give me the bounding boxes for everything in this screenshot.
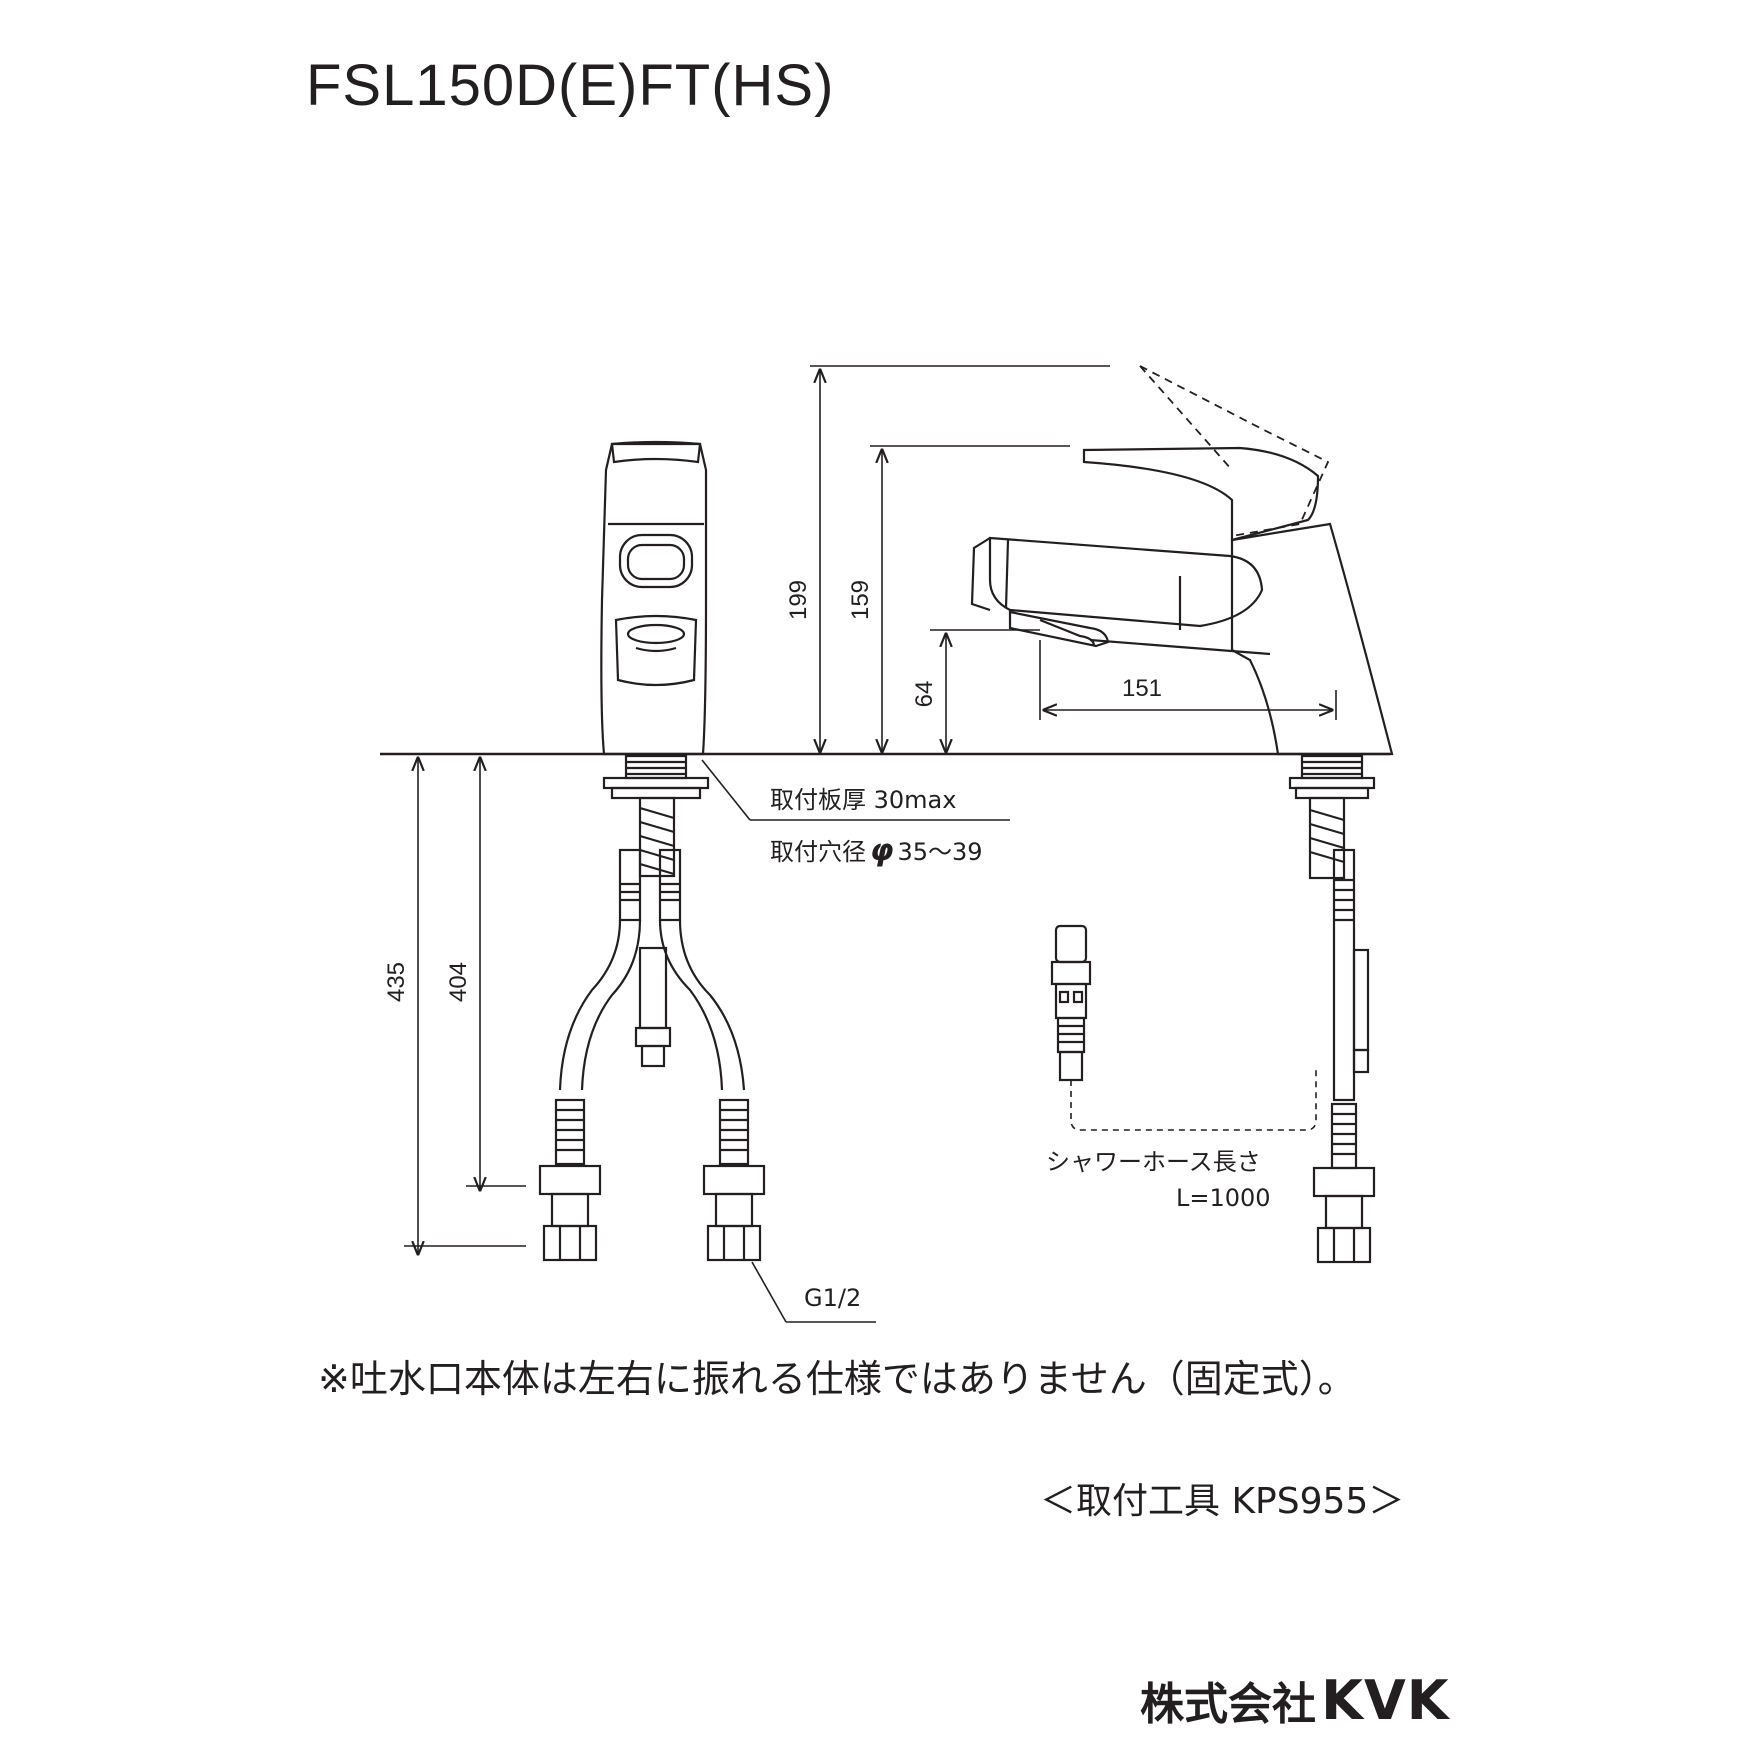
company-name-en: KVK [1321,1669,1450,1732]
hole-diameter-value: 35～39 [897,838,982,866]
dim-151: 151 [1122,675,1162,702]
shower-hose-label: シャワーホース長さ [1046,1148,1261,1176]
shower-hose-length: L=1000 [1176,1184,1271,1212]
company-name-jp: 株式会社 [1140,1679,1316,1730]
dim-64: 64 [911,681,938,708]
dim-159: 159 [847,580,874,620]
front-view-faucet [538,440,766,1262]
model-title: FSL150D(E)FT(HS) [306,53,835,118]
installation-tool-note: ＜取付工具 KPS955＞ [1040,1481,1405,1522]
plate-thickness-note: 取付板厚 30max [770,786,956,814]
shower-hose-connector [1050,924,1317,1131]
fixed-spout-remark: ※吐水口本体は左右に振れる仕様ではありません（固定式）。 [318,1357,1356,1401]
company-logo: 株式会社 KVK [1140,1668,1450,1732]
dim-199: 199 [785,580,812,620]
side-view-faucet [970,365,1394,1264]
hole-diameter-prefix: 取付穴径 [770,838,866,866]
dimension-lines [404,365,1337,1323]
dim-404: 404 [445,962,472,1002]
thread-note: G1/2 [804,1284,861,1312]
phi-symbol: φ [870,833,893,868]
dim-435: 435 [383,962,410,1002]
